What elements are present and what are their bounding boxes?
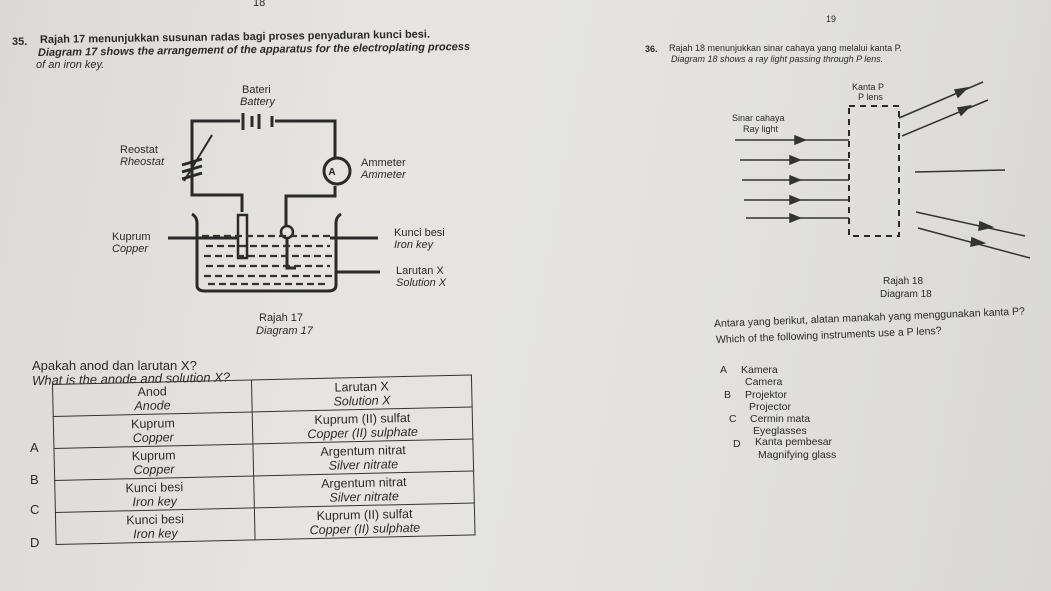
outgoing-ray [898,81,984,119]
label-rheostat-en: Rheostat [120,156,165,168]
option-text-en: Camera [745,376,783,388]
label-key-ms: Kunci besi [394,227,445,239]
question-35-prompt-ms: Apakah anod dan larutan X? [32,358,197,373]
option-letter-a[interactable]: A [30,440,39,455]
option-text-en: Eyeglasses [753,425,807,437]
option-letter: B [724,389,732,401]
wire-right-lower [284,186,337,225]
diagram-17-caption-en: Diagram 17 [256,325,313,337]
label-copper-en: Copper [112,243,149,255]
label-copper-ms: Kuprum [112,231,151,243]
option-text-ms: Kamera [741,364,778,376]
option-text-ms: Cermin mata [750,413,811,425]
option-text-ms: Projektor [745,389,788,401]
label-key-en: Iron key [394,239,434,251]
question-text-ms: Rajah 18 menunjukkan sinar cahaya yang m… [669,43,902,53]
option-text-ms: Kanta pembesar [755,436,833,448]
outgoing-ray [915,211,1026,237]
page-number-right: 19 [826,14,837,24]
label-ammeter-en: Ammeter [361,169,406,181]
option-letter-d[interactable]: D [30,535,40,550]
label-lens-ms: Kanta P [852,82,885,92]
question-text-en: Diagram 18 shows a ray light passing thr… [671,54,884,64]
question-number: 36. [645,44,658,54]
option-letter: C [729,413,737,425]
option-letter: A [720,364,728,376]
diagram-18-caption-en: Diagram 18 [880,289,932,300]
label-ray-ms: Sinar cahaya [732,113,785,123]
label-battery-en: Battery [240,96,275,108]
beaker-icon [195,223,338,293]
diagram-17-caption-ms: Rajah 17 [259,312,304,324]
outgoing-ray [901,99,989,137]
option-letter-b[interactable]: B [30,472,39,487]
lens-p-box [848,105,900,237]
wire-right [275,119,337,157]
question-text-en-cont: of an iron key. [36,59,105,71]
label-lens-en: P lens [858,92,883,102]
question-number: 35. [12,36,28,48]
label-solution-en: Solution X [396,277,447,289]
ammeter-icon [322,156,352,186]
option-letter-c[interactable]: C [30,502,40,517]
option-text-en: Magnifying glass [758,449,837,461]
label-rheostat-ms: Reostat [120,144,158,156]
wire-left [190,119,244,212]
label-ray-en: Ray light [743,124,779,134]
option-letter: D [733,438,741,450]
label-ammeter-ms: Ammeter [361,157,406,169]
option-text-en: Projector [749,401,792,413]
label-solution-ms: Larutan X [396,265,444,277]
label-battery-ms: Bateri [242,84,271,96]
page-number-left: 18 [253,0,266,9]
outgoing-ray [914,169,1006,173]
diagram-18-caption-ms: Rajah 18 [883,276,924,287]
ammeter-symbol: A [328,167,335,178]
